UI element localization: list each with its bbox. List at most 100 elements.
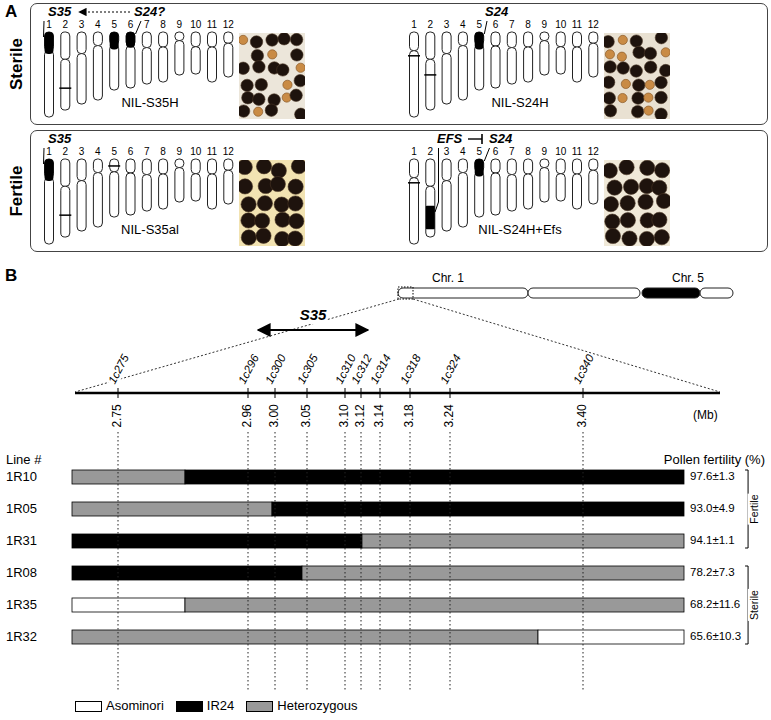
marker-guide [345, 432, 346, 690]
row-name: 1R10 [5, 470, 38, 485]
pollen-grain [652, 180, 667, 195]
pollen-grain [288, 179, 303, 194]
chromosome-arm [175, 32, 184, 41]
chromosome-number: 5 [475, 146, 483, 158]
group-label: Fertile [748, 493, 760, 524]
gene-leaders [44, 12, 490, 212]
introgression-block [475, 159, 484, 176]
chromosome-arm [573, 32, 582, 47]
axis-tick [307, 388, 308, 398]
chromosome-number: 1 [45, 146, 53, 158]
chromosome-number: 4 [459, 146, 467, 158]
gene-label: S24 [484, 5, 509, 20]
row-name: 1R32 [5, 630, 38, 645]
line-name: NIL-S35H [120, 96, 179, 111]
chromosome-arm [159, 159, 168, 174]
chromosome-arm [142, 159, 151, 175]
axis-tick [410, 388, 411, 398]
genotype-bar [302, 566, 684, 580]
axis-tick [361, 388, 362, 398]
chromosome-arm [175, 159, 184, 168]
pollen-grain [256, 160, 271, 174]
dotted-arrow [79, 11, 130, 12]
chromosome-arm [77, 54, 86, 104]
line-name: NIL-S24H [490, 96, 549, 111]
pollen-photo [604, 160, 670, 246]
chromosome-arm [540, 159, 549, 168]
chromosome-arm [93, 46, 102, 100]
pollen-photo [604, 33, 670, 119]
pollen-grain [271, 163, 286, 178]
chromosome-arm [208, 47, 217, 82]
chromosome-arm [524, 32, 533, 47]
pollen-grain [277, 64, 289, 76]
chromosome-number: 9 [176, 19, 184, 31]
chromosome-number: 4 [94, 19, 102, 31]
pollen-grain [644, 47, 656, 59]
panel-letter: A [4, 2, 18, 22]
pollen-grain [639, 231, 654, 246]
chromosome-arm [573, 159, 582, 174]
marker-guide [307, 432, 308, 690]
sterile-pollen-grain [605, 50, 614, 59]
position-value: 3.24 [443, 403, 457, 428]
axis-tick [583, 388, 584, 398]
introgression-block [126, 32, 135, 48]
karyotype [408, 159, 598, 244]
pollen-grain [255, 78, 267, 90]
chromosome-number: 8 [524, 146, 532, 158]
chromosome-arm [159, 32, 168, 47]
pollen-grain [659, 64, 670, 76]
pollen-grain [619, 160, 634, 175]
legend-swatch [246, 701, 273, 712]
karyotype [45, 159, 233, 244]
pollen-grain [656, 193, 670, 208]
chromosome-arm [224, 170, 233, 204]
introgression-mark [424, 74, 436, 76]
karyotype [45, 32, 233, 117]
fertility-value: 94.1±1.1 [689, 534, 736, 547]
pollen-grain [289, 214, 304, 229]
legend-text: Asominori [106, 699, 164, 714]
pollen-grain [288, 231, 303, 246]
chromosome-arm [45, 51, 54, 117]
chromosome-arm [77, 32, 86, 54]
marker-name: 1c296 [235, 351, 262, 387]
sterile-pollen-grain [283, 80, 292, 89]
chromosome-arm [224, 43, 233, 77]
chromosome-arm [524, 174, 533, 209]
chromosome-arm [642, 288, 700, 298]
position-value: 3.14 [373, 403, 387, 428]
pollen-grain [242, 92, 254, 104]
chromosome-arm [110, 172, 119, 217]
line-name: NIL-S24H+Efs [477, 223, 562, 238]
pollen-grain [241, 79, 253, 91]
marker-guide [450, 432, 451, 690]
chromosome-arm [556, 47, 565, 74]
marker-name: 1c324 [437, 351, 464, 387]
pollen-grain [633, 46, 645, 58]
marker-guide [118, 432, 119, 690]
chromosome-arm [442, 54, 451, 104]
chromosome-arm [475, 45, 484, 90]
pollen-grain [655, 33, 667, 44]
sterile-pollen-grain [254, 107, 263, 116]
pollen-grain [605, 228, 620, 243]
fertility-value: 97.6±1.3 [689, 470, 736, 483]
chromosome-number: 8 [159, 146, 167, 158]
genotype-bar [72, 470, 185, 484]
fertility-value: 65.6±10.3 [689, 630, 742, 643]
pollen-photo [239, 33, 305, 119]
chromosome-arm [191, 32, 200, 47]
axis-tick [450, 388, 451, 398]
pollen-grain [604, 92, 615, 104]
chromosome-arm [475, 172, 484, 217]
genotype-bar [72, 502, 272, 516]
chromosome-arm [524, 159, 533, 174]
pollen-grain [266, 34, 278, 46]
leader-line [435, 148, 439, 212]
panel-letter: B [4, 266, 18, 286]
chromosome-number: 7 [143, 19, 151, 31]
position-value: 3.40 [576, 403, 590, 428]
pollen-grain [655, 108, 667, 119]
